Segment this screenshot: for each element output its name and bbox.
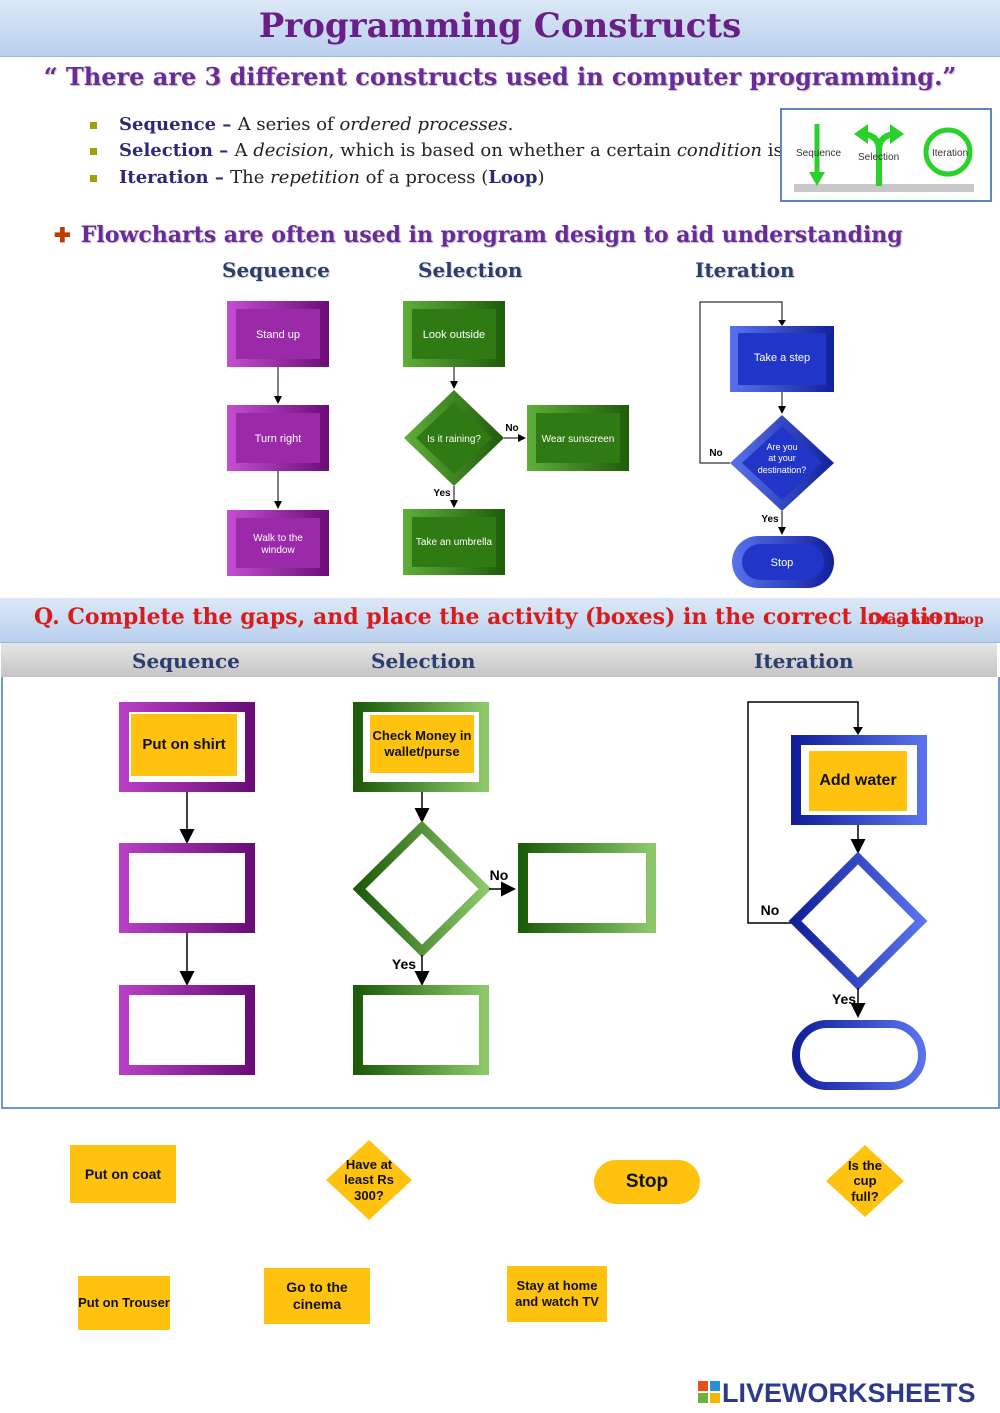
iter-decision-1: Are you — [766, 442, 797, 452]
iter-slot-end[interactable] — [792, 1020, 926, 1090]
iter-yes-label: Yes — [761, 514, 779, 525]
question-column-headers: Sequence Selection Iteration — [1, 643, 997, 677]
drop-area: No Yes No Yes Put on shirt Check Money i… — [1, 677, 1000, 1109]
bullet-sequence: Sequence – A series of ordered processes… — [90, 114, 513, 135]
q-iteration-flow: No Yes — [747, 701, 928, 1090]
intro-quote: “ There are 3 different constructs used … — [43, 62, 957, 91]
iter-no-label: No — [709, 448, 722, 459]
seq-step-2: Turn right — [255, 433, 302, 445]
q-sel-yes-label: Yes — [392, 956, 416, 972]
sel-yes-box: Take an umbrella — [416, 537, 493, 548]
card-have-rs300-text: Have at least Rs 300? — [344, 1156, 394, 1203]
seq-step-3-line1: Walk to the — [253, 533, 303, 544]
example-sequence-flow: Stand up Turn right Walk to the window — [227, 301, 329, 576]
q-selection-flow: No Yes — [352, 702, 656, 1075]
card-cup-full-text: Is the cup full? — [848, 1157, 882, 1204]
example-header-sequence: Sequence — [222, 258, 330, 282]
example-header-iteration: Iteration — [695, 258, 795, 282]
iter-slot-decision[interactable] — [788, 851, 928, 991]
q-iter-yes-label: Yes — [832, 991, 856, 1007]
q-iter-no-label: No — [761, 902, 780, 918]
drag-and-drop-label: Drag and Drop — [868, 612, 984, 628]
card-put-on-trouser[interactable]: Put on Trouser — [78, 1276, 170, 1330]
sel-decision: Is it raining? — [427, 434, 481, 445]
sel-start: Look outside — [423, 329, 485, 341]
placed-card-add-water[interactable]: Add water — [809, 751, 907, 811]
sel-slot-yes[interactable] — [353, 985, 489, 1075]
bullet-iteration: Iteration – The repetition of a process … — [90, 167, 545, 188]
bullet-selection: Selection – A decision, which is based o… — [90, 140, 829, 161]
example-selection-flow: Look outside Is it raining? No Wear suns… — [403, 301, 629, 575]
flowcharts-heading-row: ✚ Flowcharts are often used in program de… — [54, 222, 903, 248]
flowcharts-heading: Flowcharts are often used in program des… — [80, 222, 903, 248]
q-header-iteration: Iteration — [754, 649, 854, 673]
example-flowcharts: Stand up Turn right Walk to the window L… — [227, 301, 834, 588]
brand-text: LIVEWORKSHEETS — [722, 1378, 976, 1408]
title-banner: Programming Constructs — [0, 0, 1000, 57]
q-header-selection: Selection — [371, 649, 476, 673]
card-cup-full[interactable]: Is the cup full? — [826, 1145, 904, 1217]
seq-slot-1[interactable] — [119, 702, 255, 792]
placed-card-put-on-shirt[interactable]: Put on shirt — [131, 714, 237, 776]
icon-label-sequence: Sequence — [796, 148, 841, 159]
icon-label-iteration: Iteration — [932, 148, 968, 159]
iter-slot-box[interactable] — [791, 735, 927, 825]
question-banner: Q. Complete the gaps, and place the acti… — [0, 598, 1000, 643]
bullet-square-icon — [90, 147, 97, 155]
page-title: Programming Constructs — [258, 6, 742, 46]
card-stay-home[interactable]: Stay at home and watch TV — [507, 1266, 607, 1322]
icon-label-selection: Selection — [858, 152, 899, 163]
question-flowcharts: No Yes No Yes — [119, 701, 928, 1090]
iter-decision-2: at your — [768, 453, 796, 463]
constructs-icon-box: Sequence Selection Iteration — [780, 108, 992, 202]
bullet-square-icon — [90, 121, 97, 129]
card-go-cinema[interactable]: Go to the cinema — [264, 1268, 370, 1324]
sel-no-box: Wear sunscreen — [542, 434, 615, 445]
card-have-rs300[interactable]: Have at least Rs 300? — [326, 1140, 412, 1220]
sel-no-label: No — [505, 423, 518, 434]
seq-step-1: Stand up — [256, 329, 300, 341]
seq-slot-2[interactable] — [119, 843, 255, 933]
constructs-illustration: Sequence Selection Iteration — [794, 124, 974, 192]
card-stop[interactable]: Stop — [594, 1160, 700, 1204]
example-iteration-flow: Take a step Are you at your destination?… — [699, 301, 834, 588]
brand-icon — [698, 1381, 720, 1403]
sel-slot-no[interactable] — [518, 843, 656, 933]
seq-slot-3[interactable] — [119, 985, 255, 1075]
q-header-sequence: Sequence — [132, 649, 240, 673]
card-put-on-coat[interactable]: Put on coat — [70, 1145, 176, 1203]
plus-bullet-icon: ✚ — [54, 223, 71, 247]
iter-decision-3: destination? — [758, 465, 807, 475]
question-text: Q. Complete the gaps, and place the acti… — [34, 604, 967, 630]
q-sequence-flow — [119, 702, 255, 1075]
placed-card-check-money[interactable]: Check Money in wallet/purse — [370, 715, 474, 773]
seq-step-3-line2: window — [260, 545, 295, 556]
q-sel-no-label: No — [490, 867, 509, 883]
sel-slot-start[interactable] — [353, 702, 489, 792]
example-header-selection: Selection — [418, 258, 523, 282]
bullet-square-icon — [90, 174, 97, 182]
liveworksheets-logo: LIVEWORKSHEETS — [698, 1378, 994, 1410]
sel-yes-label: Yes — [433, 488, 451, 499]
iter-end: Stop — [771, 557, 794, 569]
iter-box: Take a step — [754, 352, 810, 364]
sel-slot-decision[interactable] — [352, 820, 492, 958]
